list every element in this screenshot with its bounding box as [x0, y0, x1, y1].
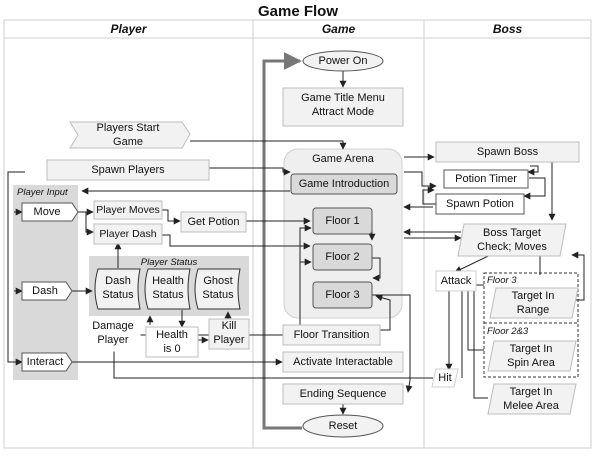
- player-moves-node: [93, 200, 163, 220]
- players-start-node: [69, 121, 191, 149]
- edge-move-dash: [78, 211, 94, 236]
- activate-interactable-node: [282, 351, 404, 373]
- move-node: [21, 202, 79, 222]
- damage-player-node: [85, 316, 141, 352]
- health-status-node: [144, 268, 191, 310]
- diagram-frame: [3, 19, 592, 449]
- get-potion-node: [180, 211, 247, 233]
- spawn-boss-node: [435, 141, 580, 163]
- reset-loop-line: [262, 52, 302, 430]
- floor3-node: [312, 281, 373, 309]
- edge-hit-damage: [110, 339, 433, 379]
- kill-player-node: [208, 318, 250, 350]
- floor-3-group: [483, 272, 579, 378]
- health-zero-node: [145, 326, 199, 358]
- edge-potion-timer: [422, 186, 436, 205]
- reset-node: [302, 414, 384, 438]
- ending-sequence-node: [282, 383, 404, 405]
- dash-status-node: [94, 268, 141, 310]
- edge-intro-timer: [404, 171, 437, 190]
- interact-node: [21, 352, 73, 372]
- floor1-node: [312, 207, 373, 235]
- player-dash-node: [93, 223, 163, 245]
- edge-floor2-floor3: [372, 257, 381, 282]
- edge-moves-potion: [162, 209, 181, 225]
- title-menu-node: [282, 87, 404, 127]
- nodes: [21, 50, 580, 438]
- edge-spin-bus: [467, 290, 484, 351]
- spawn-players-node: [46, 159, 210, 181]
- connectors: [7, 71, 585, 415]
- power-on-node: [302, 50, 384, 72]
- ghost-status-node: [194, 268, 241, 310]
- boss-target-node: [457, 223, 567, 257]
- target-melee-node: [487, 383, 577, 415]
- edge-transition-floor1: [299, 224, 312, 330]
- edge-timer-potion: [523, 177, 546, 200]
- swimlanes: [3, 19, 592, 449]
- potion-timer-node: [443, 169, 529, 189]
- edge-melee-bus: [473, 290, 488, 399]
- edge-floor3-ending: [372, 294, 413, 393]
- main-flow-line: [262, 52, 302, 430]
- edge-range-bus: [461, 284, 484, 378]
- edge-start-arena: [190, 140, 347, 150]
- edge-transition-floor3: [375, 294, 391, 331]
- edge-dash-floor: [162, 234, 311, 250]
- attack-node: [435, 270, 477, 292]
- edge-spawn-interact: [7, 171, 25, 366]
- dash-node: [21, 281, 73, 301]
- floor-transition-node: [282, 324, 381, 346]
- edge-boss-timer: [527, 165, 539, 176]
- game-intro-node: [290, 173, 398, 195]
- target-spin-node: [487, 340, 577, 372]
- edge-spawn-intro: [209, 167, 291, 176]
- target-range-node: [489, 287, 579, 319]
- spawn-potion-node: [435, 193, 525, 215]
- hit-node: [431, 368, 459, 388]
- floor2-node: [312, 243, 373, 271]
